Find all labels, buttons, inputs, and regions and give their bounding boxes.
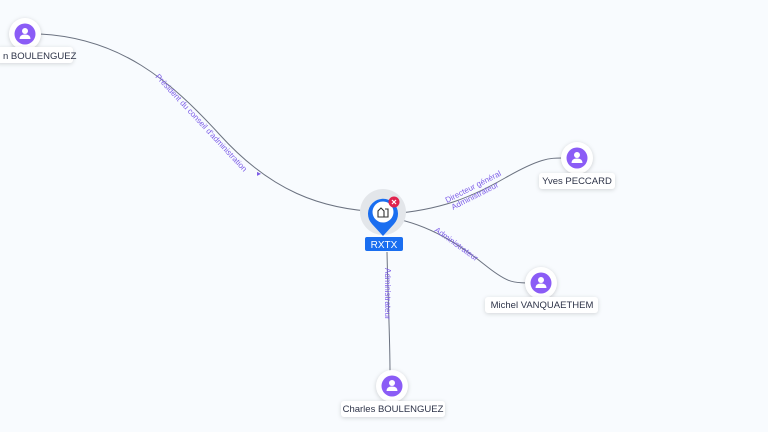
company-name: RXTX xyxy=(371,240,398,251)
edge-arrow: ▸ xyxy=(257,169,261,178)
close-icon[interactable] xyxy=(388,196,400,208)
person-name: Charles BOULENGUEZ xyxy=(343,404,444,415)
person-name: Yves PECCARD xyxy=(542,176,612,187)
edge-charles-rxtx[interactable] xyxy=(386,251,391,373)
person-icon xyxy=(376,370,408,402)
person-name: n BOULENGUEZ xyxy=(3,51,77,62)
person-node-charles[interactable]: Charles BOULENGUEZ xyxy=(341,370,445,417)
edge-label: Administrateur xyxy=(383,268,392,320)
edge-label: Administrateur xyxy=(433,225,480,263)
person-node-peccard[interactable]: Yves PECCARD xyxy=(539,142,615,189)
person-name: Michel VANQUAETHEM xyxy=(491,300,594,311)
company-building-icon xyxy=(377,207,389,218)
person-node-boulenguez[interactable]: n BOULENGUEZ xyxy=(0,18,77,63)
person-icon xyxy=(9,18,41,50)
edge-label: Président du conseil d'administration xyxy=(154,72,249,173)
edge-boulenguez-rxtx[interactable] xyxy=(39,33,384,213)
edge-vanquaethem-rxtx[interactable] xyxy=(391,217,527,284)
person-icon xyxy=(561,142,593,174)
company-node-rxtx[interactable]: RXTX xyxy=(360,189,406,251)
person-node-vanquaethem[interactable]: Michel VANQUAETHEM xyxy=(485,267,598,313)
company-label-box xyxy=(365,237,403,251)
edge-peccard-rxtx[interactable] xyxy=(389,157,563,215)
person-icon xyxy=(525,267,557,299)
